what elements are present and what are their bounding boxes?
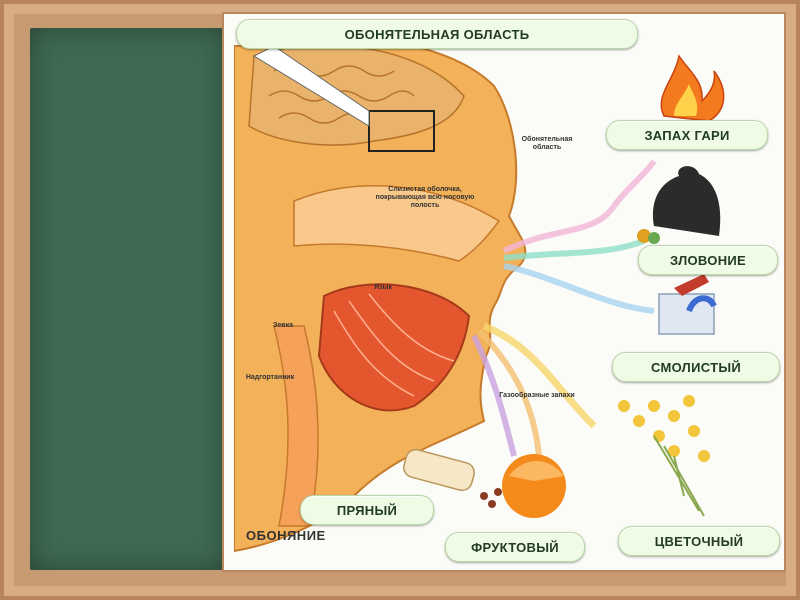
anatomy-illustration (234, 26, 754, 556)
label-resinous: СМОЛИСТЫЙ (612, 352, 780, 382)
epiglottis-label: Надгортанник (240, 374, 300, 382)
gullet-label: Зевка (268, 322, 298, 330)
label-stench: ЗЛОВОНИЕ (638, 245, 778, 275)
illustration-caption: ОБОНЯНИЕ (246, 528, 326, 543)
spice-jar-image (402, 447, 477, 492)
chalkboard (30, 28, 226, 570)
gaseous-odors-label: Газообразные запахи (492, 392, 582, 400)
label-floral: ЦВЕТОЧНЫЙ (618, 526, 780, 556)
label-burning-smell: ЗАПАХ ГАРИ (606, 120, 768, 150)
mucosa-label: Слизистая оболочка, покрывающая всю носо… (370, 186, 480, 210)
label-spicy: ПРЯНЫЙ (300, 495, 434, 525)
odor-stream-resinous (504, 266, 654, 311)
olfactory-region-small-label: Обонятельная область (512, 136, 582, 152)
odor-stream-burning (504, 161, 654, 251)
title-olfactory-area: ОБОНЯТЕЛЬНАЯ ОБЛАСТЬ (236, 19, 638, 49)
label-fruity: ФРУКТОВЫЙ (445, 532, 585, 562)
tongue-label: Язык (368, 284, 398, 292)
garbage-bag-image (653, 166, 720, 236)
